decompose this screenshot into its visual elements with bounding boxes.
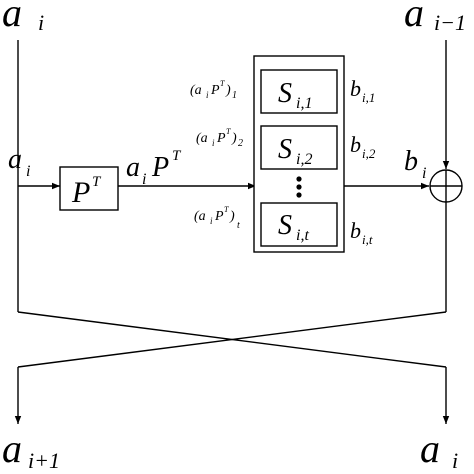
sbox-ellipsis <box>296 176 302 198</box>
sbox-1-box <box>260 69 338 114</box>
xor-icon <box>429 169 463 203</box>
permutation-box <box>59 166 119 211</box>
sbox-2-box <box>260 125 338 170</box>
sbox-t-box <box>260 202 338 247</box>
sbox-t-output-label: bi,t <box>350 218 373 247</box>
crossover-right-to-left <box>17 311 447 368</box>
sbox-2-output-label: bi,2 <box>350 132 376 161</box>
sbox-1-output-label: bi,1 <box>350 76 375 105</box>
